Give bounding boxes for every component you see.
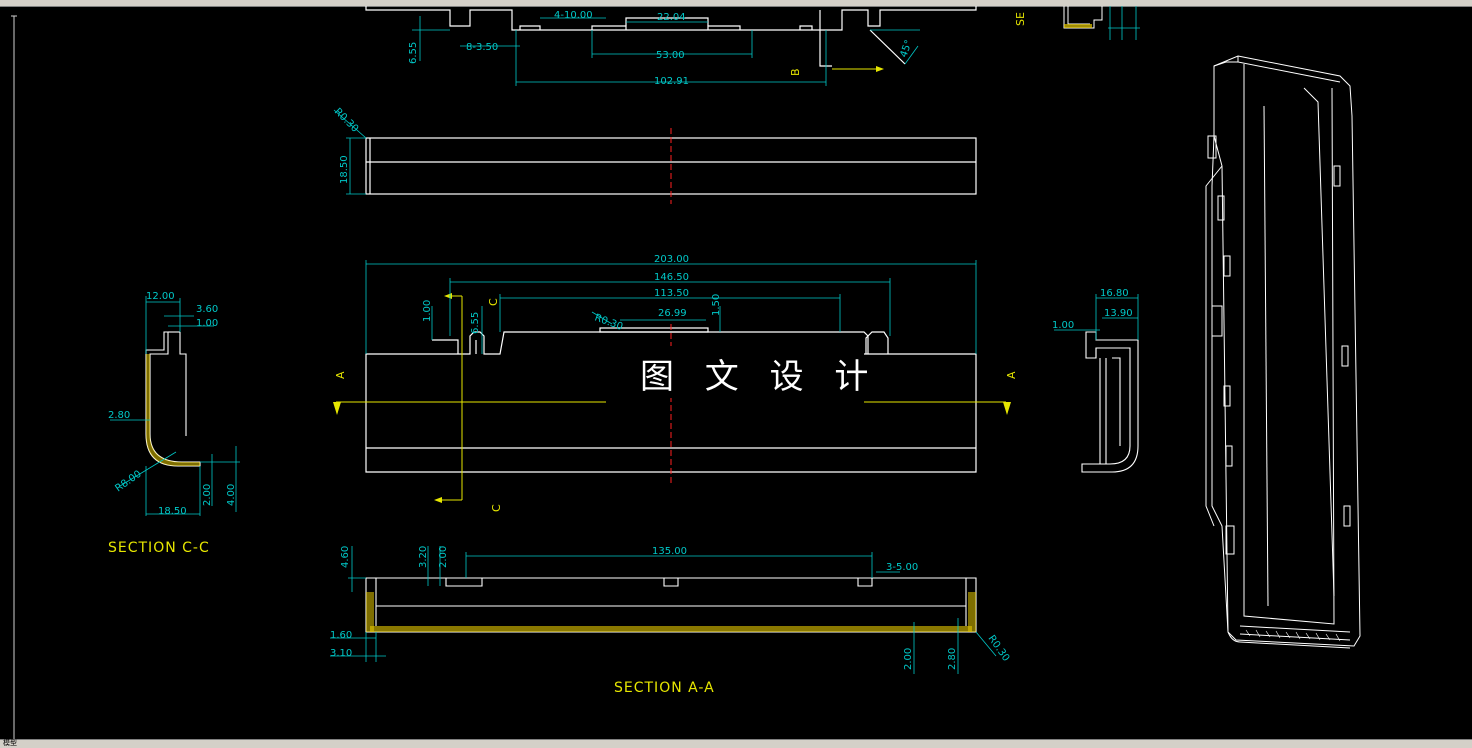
dim-102-91: 102.91 — [654, 76, 689, 87]
section-c-arrow-top — [444, 293, 452, 299]
section-mark-c-bottom: C — [490, 504, 503, 512]
model-tab[interactable]: 模型 — [3, 739, 17, 747]
dim-1-00-cc: 1.00 — [196, 318, 218, 329]
dim-113-50: 113.50 — [654, 288, 689, 299]
window-top-bar — [0, 0, 1472, 7]
dim-6-55-plan: 6.55 — [470, 312, 481, 334]
section-partial-label: SE — [1014, 12, 1027, 26]
dim-r8-00: R8.00 — [113, 469, 143, 495]
top-view-dims — [412, 16, 920, 86]
section-c-cut-line — [440, 295, 463, 501]
dim-12-00: 12.00 — [146, 291, 175, 302]
dim-203-00: 203.00 — [654, 254, 689, 265]
model-tab-bar — [0, 739, 1472, 748]
section-a-arrow-right — [1003, 402, 1011, 415]
section-cc-hatch — [146, 354, 200, 466]
isometric-view — [1205, 55, 1361, 649]
end-view-dims — [1054, 294, 1139, 340]
dim-18-50-side: 18.50 — [339, 155, 350, 184]
dim-2-80-cc: 2.80 — [108, 410, 130, 421]
dim-135-00: 135.00 — [652, 546, 687, 557]
section-mark-a-right: A — [1005, 371, 1018, 379]
partial-dims — [1108, 6, 1140, 40]
side-view-dims — [333, 109, 367, 195]
dim-1-00-end: 1.00 — [1052, 320, 1074, 331]
dim-45-deg: 45° — [898, 39, 914, 59]
section-aa-dims — [330, 546, 997, 674]
dim-3-5-00: 3-5.00 — [886, 562, 918, 573]
dim-6-55-top: 6.55 — [408, 42, 419, 64]
watermark-backdrop — [614, 346, 862, 398]
dim-3-60: 3.60 — [196, 304, 218, 315]
dim-3-20: 3.20 — [418, 546, 429, 568]
isometric-grille — [1245, 629, 1341, 642]
dim-3-10: 3.10 — [330, 648, 352, 659]
watermark-text: 图 文 设 计 — [640, 357, 878, 397]
section-mark-c-top: C — [487, 298, 500, 306]
dim-r0-30-plan: R0.30 — [593, 312, 624, 332]
section-cc — [145, 331, 201, 467]
dim-2-80-aa: 2.80 — [947, 648, 958, 670]
dim-22-04: 22.04 — [657, 12, 686, 23]
dim-53-00: 53.00 — [656, 50, 685, 61]
dim-2-00-aa-bottom: 2.00 — [903, 648, 914, 670]
section-c-arrow-bottom — [434, 497, 442, 503]
section-cc-label: SECTION C-C — [108, 540, 210, 556]
plan-view — [365, 327, 977, 473]
dim-2-00-cc: 2.00 — [202, 484, 213, 506]
section-aa-hatch-right — [968, 592, 976, 632]
section-mark-b: B — [789, 68, 802, 76]
dim-1-00-plan: 1.00 — [422, 300, 433, 322]
end-view — [1081, 331, 1139, 473]
dim-26-99: 26.99 — [658, 308, 687, 319]
dim-8-3-50: 8-3.50 — [466, 42, 498, 53]
section-b-arrowhead — [876, 66, 884, 72]
dim-13-90: 13.90 — [1104, 308, 1133, 319]
dim-1-60: 1.60 — [330, 630, 352, 641]
drawing-canvas[interactable]: 4-10.00 22.04 8-3.50 53.00 102.91 6.55 4… — [0, 6, 1472, 739]
dim-146-50: 146.50 — [654, 272, 689, 283]
dim-4-10: 4-10.00 — [554, 10, 593, 21]
section-aa-label: SECTION A-A — [614, 680, 715, 696]
section-mark-a-left: A — [334, 371, 347, 379]
dim-16-80: 16.80 — [1100, 288, 1129, 299]
section-aa — [365, 577, 977, 633]
section-cc-dims — [110, 296, 240, 516]
dim-4-60: 4.60 — [340, 546, 351, 568]
dim-2-00-aa-top: 2.00 — [438, 546, 449, 568]
dim-1-50-plan: 1.50 — [711, 294, 722, 316]
dim-r0-30-side: R0.30 — [332, 106, 360, 134]
plan-view-dims — [365, 260, 977, 354]
dim-4-00-cc: 4.00 — [226, 484, 237, 506]
partial-hatch — [1064, 24, 1092, 28]
dim-18-50-cc: 18.50 — [158, 506, 187, 517]
section-aa-hatch-left — [366, 592, 374, 632]
section-aa-hatch-bottom — [370, 626, 972, 632]
section-a-arrow-left — [333, 402, 341, 415]
